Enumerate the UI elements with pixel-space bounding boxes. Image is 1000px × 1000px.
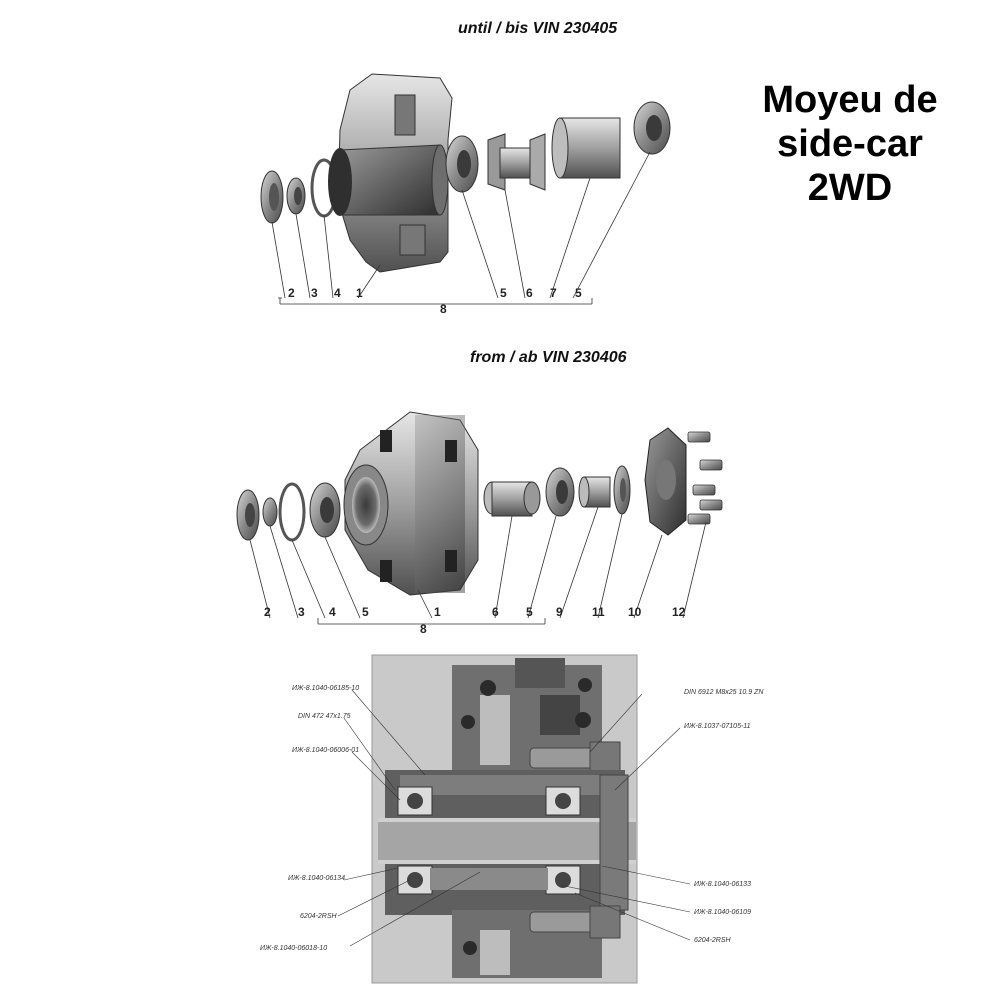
callout-6: 6 [526,286,533,300]
middle-exploded-diagram: 2 3 4 5 1 6 5 9 11 10 12 8 [236,411,723,636]
title-line-2: side-car [777,123,923,165]
callout-10: 10 [628,605,642,619]
section-label: ИЖ-8.1037-07105-11 [684,723,751,730]
callout-4: 4 [334,286,341,300]
flange-part [644,427,687,536]
section-label: ИЖ-8.1040-06133 [694,881,751,888]
ring-part [613,465,631,515]
callout-5: 5 [500,286,507,300]
callout-5b: 5 [575,286,582,300]
section-label: ИЖ-8.1040-06006-01 [292,747,359,754]
section-label: 6204-2RSH [694,937,732,944]
callout-9: 9 [556,605,563,619]
section-left-labels: ИЖ-8.1040-06185-10 DIN 472 47x1.75 ИЖ-8.… [260,685,359,952]
callout-3: 3 [311,286,318,300]
spacer-part [483,481,541,517]
section-label: ИЖ-8.1040-06134 [288,875,345,882]
sleeve-part [578,476,611,508]
section-label: ИЖ-8.1040-06185-10 [292,685,359,692]
bearing-part [309,482,341,538]
nut-part [262,497,278,527]
seal-part [236,489,260,541]
callout-1: 1 [434,605,441,619]
callout-11: 11 [592,605,605,619]
sleeve-part [551,117,621,179]
bearing-part [633,101,671,155]
group-label-8: 8 [420,622,427,636]
middle-callout-numbers: 2 3 4 5 1 6 5 9 11 10 12 8 [264,605,686,636]
bolts-part [687,431,723,525]
section-label: DIN 472 47x1.75 [298,713,351,720]
callout-12: 12 [672,605,686,619]
callout-5: 5 [362,605,369,619]
middle-leader-lines [249,506,707,625]
bearing-part [445,135,479,193]
callout-7: 7 [550,286,557,300]
top-exploded-diagram: 2 3 4 1 5 6 7 5 8 [260,73,671,316]
section-label: 6204-2RSH [300,913,338,920]
section-label: DIN 6912 M8x25 10.9 ZN [684,689,764,696]
spacer-part [487,133,546,191]
middle-diagram-caption: from / ab VIN 230406 [470,349,627,366]
seal-part [260,170,284,224]
section-right-labels: DIN 6912 M8x25 10.9 ZN ИЖ-8.1037-07105-1… [684,689,764,944]
callout-2: 2 [288,286,295,300]
callout-2: 2 [264,605,271,619]
top-diagram-caption: until / bis VIN 230405 [458,20,618,37]
top-callout-numbers: 2 3 4 1 5 6 7 5 8 [288,286,582,316]
callout-1: 1 [356,286,363,300]
group-label-8: 8 [440,302,447,316]
title-line-1: Moyeu de [762,79,938,121]
title-line-3: 2WD [807,167,893,209]
top-leader-lines [271,151,651,305]
bearing-part [545,467,575,517]
callout-6: 6 [492,605,499,619]
section-label: ИЖ-8.1040-06018-10 [260,945,327,952]
callout-5b: 5 [526,605,533,619]
page-title: Moyeu de side-car 2WD [700,78,1000,210]
callout-3: 3 [298,605,305,619]
callout-4: 4 [329,605,336,619]
hub-drum-part [343,411,479,596]
nut-part [286,177,306,215]
section-label: ИЖ-8.1040-06109 [694,909,751,916]
circlip-part [278,482,306,542]
hub-housing-part [328,73,453,273]
section-drawing: ИЖ-8.1040-06185-10 DIN 472 47x1.75 ИЖ-8.… [260,654,764,984]
